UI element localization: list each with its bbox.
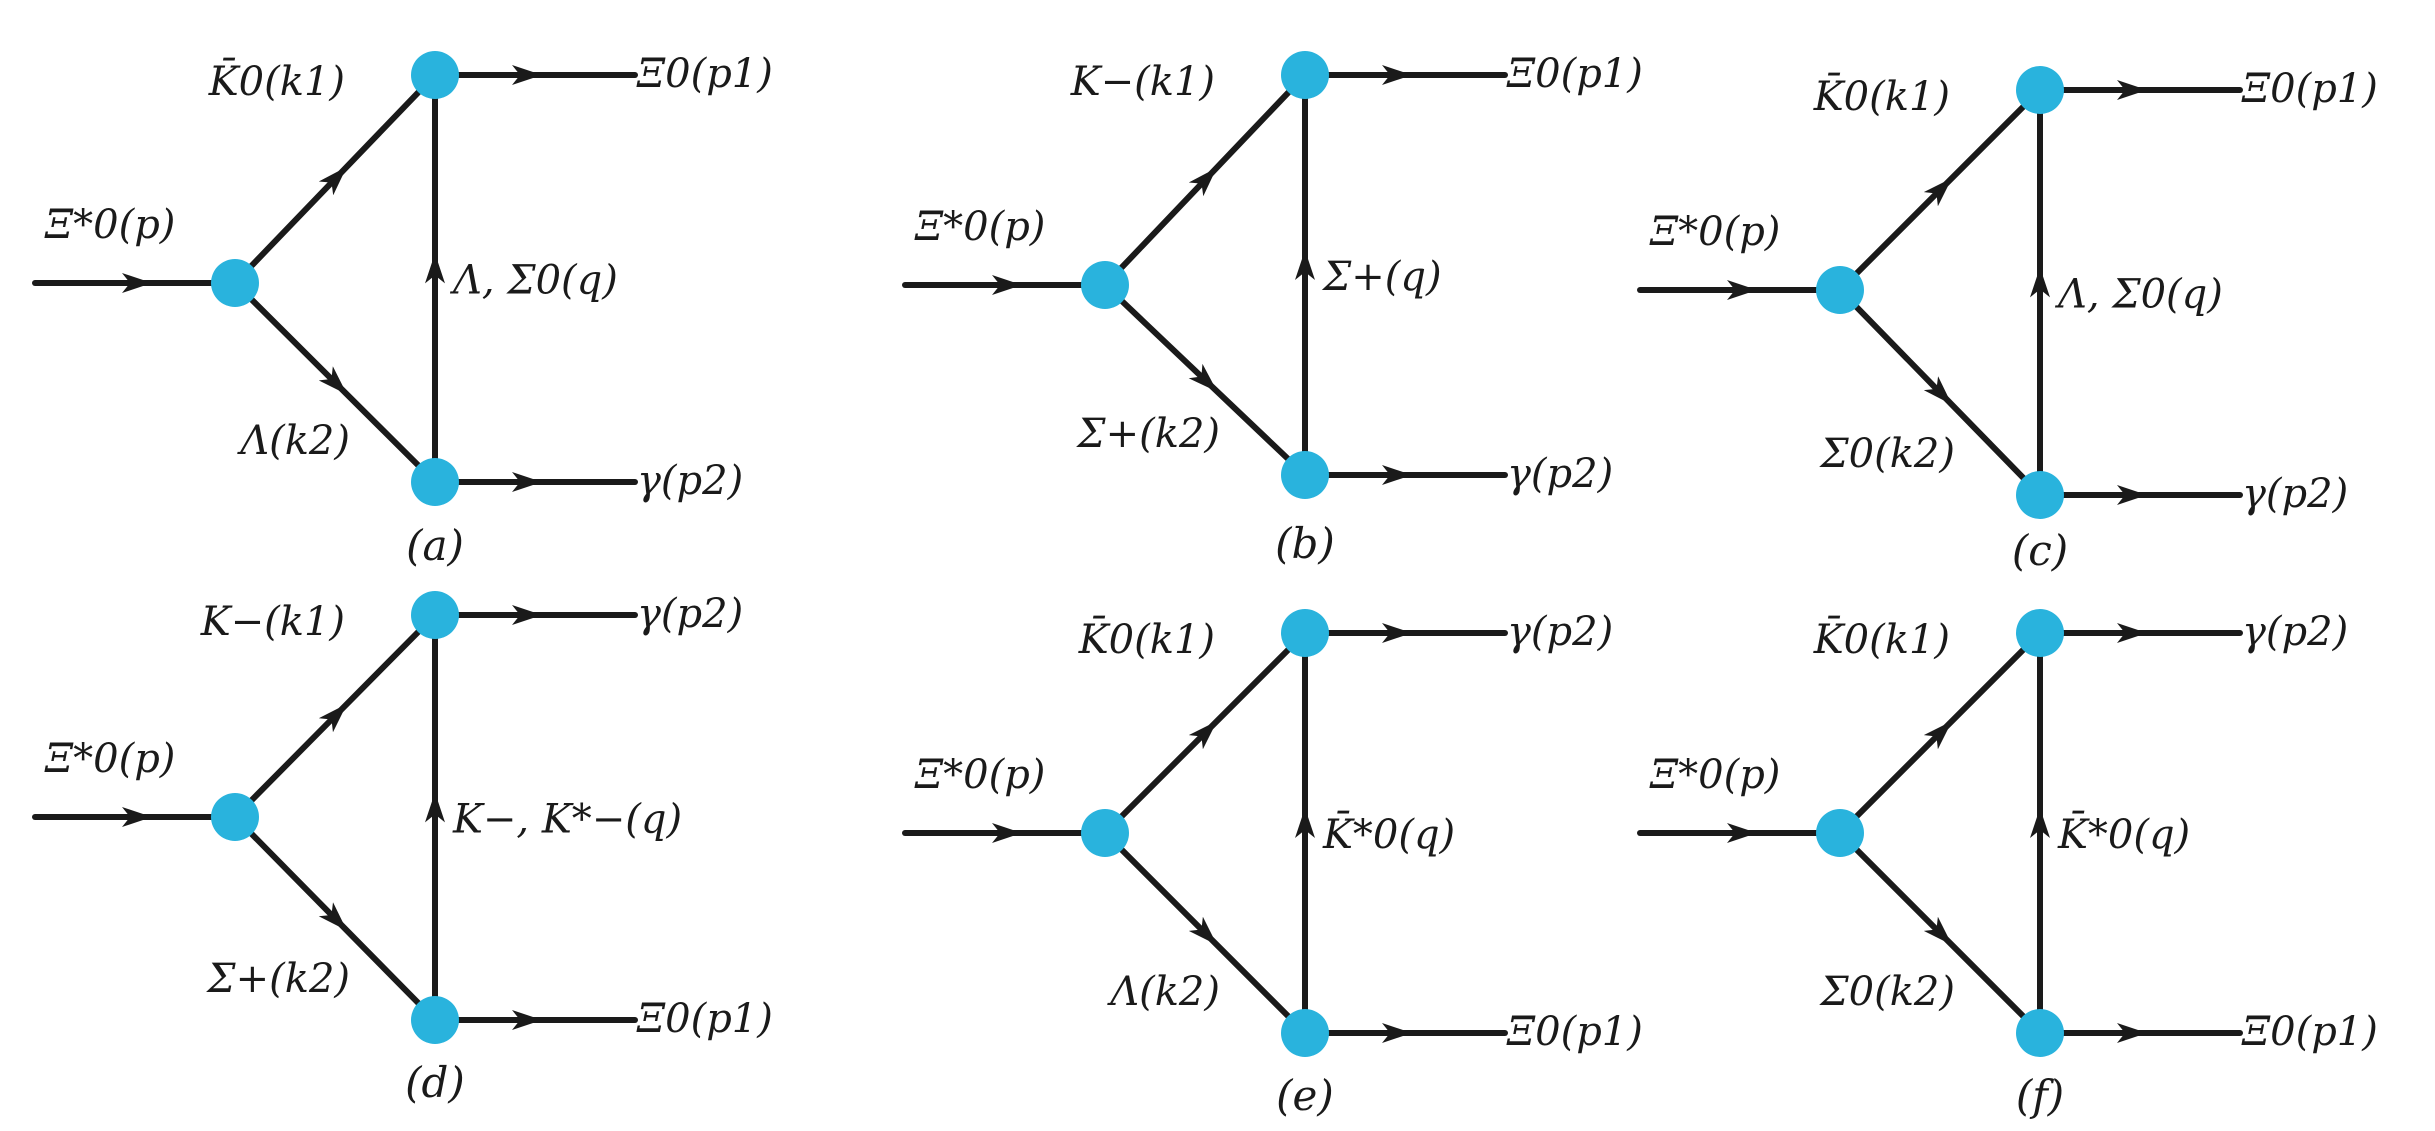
upper-leg-line	[1102, 72, 1308, 288]
label-k2: Λ(k2)	[236, 418, 350, 464]
label-initial: Ξ*0(p)	[44, 736, 175, 782]
vertex-bottom	[411, 996, 459, 1044]
diagram-caption: (a)	[406, 521, 464, 570]
vertex-initial	[1081, 809, 1129, 857]
label-initial: Ξ*0(p)	[914, 752, 1045, 798]
label-out-bottom: γ(p2)	[637, 458, 743, 504]
vertex-top	[1281, 609, 1329, 657]
label-initial: Ξ*0(p)	[1649, 752, 1780, 798]
label-k1: K̄0(k1)	[208, 58, 345, 105]
label-out-bottom: γ(p2)	[1507, 451, 1613, 497]
label-out-bottom: Ξ0(p1)	[2241, 1009, 2378, 1055]
label-q: K̄*0(q)	[2057, 811, 2190, 858]
label-out-top: γ(p2)	[1507, 609, 1613, 655]
vertex-initial	[211, 793, 259, 841]
label-k2: Σ0(k2)	[1818, 431, 1955, 477]
diagram-caption: (c)	[2012, 526, 2068, 575]
diagram-c: Ξ*0(p) K̄0(k1) Σ0(k2) Λ, Σ0(q) Ξ0(p1) γ(p2) (c…	[1637, 66, 2378, 575]
vertex-initial	[1816, 266, 1864, 314]
diagram-e: Ξ*0(p) K̄0(k1) Λ(k2) K̄*0(q) γ(p2) Ξ0(p1) (e)	[902, 609, 1643, 1120]
diagram-caption: (d)	[405, 1058, 465, 1107]
label-out-top: γ(p2)	[2242, 609, 2348, 655]
vertex-top	[1281, 51, 1329, 99]
vertex-bottom	[1281, 1009, 1329, 1057]
upper-leg-line	[1102, 630, 1308, 836]
label-k1: K̄0(k1)	[1813, 616, 1950, 663]
label-out-bottom: Ξ0(p1)	[636, 996, 773, 1042]
diagram-caption: (b)	[1275, 519, 1335, 568]
label-out-bottom: Ξ0(p1)	[1506, 1009, 1643, 1055]
label-k2: Σ+(k2)	[1075, 411, 1220, 457]
label-k1: K̄0(k1)	[1078, 616, 1215, 663]
upper-leg-line	[1837, 87, 2043, 293]
vertex-top	[2016, 609, 2064, 657]
label-q: Σ+(q)	[1321, 254, 1442, 300]
label-initial: Ξ*0(p)	[44, 202, 175, 248]
diagram-f: Ξ*0(p) K̄0(k1) Σ0(k2) K̄*0(q) γ(p2) Ξ0(p1) (f)	[1637, 609, 2378, 1120]
label-out-top: γ(p2)	[637, 591, 743, 637]
diagram-b: Ξ*0(p) K−(k1) Σ+(k2) Σ+(q) Ξ0(p1) γ(p2) (b)	[902, 51, 1643, 568]
label-k2: Σ+(k2)	[205, 956, 350, 1002]
vertex-initial	[1081, 261, 1129, 309]
label-initial: Ξ*0(p)	[914, 204, 1045, 250]
label-out-top: Ξ0(p1)	[2241, 66, 2378, 112]
label-k2: Σ0(k2)	[1818, 969, 1955, 1015]
diagram-d: Ξ*0(p) K−(k1) Σ+(k2) K−, K*−(q) γ(p2) Ξ0(p1) (…	[32, 591, 773, 1107]
label-k1: K̄0(k1)	[1813, 73, 1950, 120]
label-q: K̄*0(q)	[1322, 811, 1455, 858]
upper-leg-line	[1837, 630, 2043, 836]
vertex-bottom	[2016, 1009, 2064, 1057]
upper-leg-line	[232, 72, 438, 286]
vertex-initial	[1816, 809, 1864, 857]
label-out-top: Ξ0(p1)	[636, 51, 773, 97]
label-q: Λ, Σ0(q)	[2054, 272, 2223, 318]
vertex-top	[2016, 66, 2064, 114]
vertex-bottom	[2016, 471, 2064, 519]
vertex-bottom	[411, 458, 459, 506]
upper-leg-line	[232, 612, 438, 820]
label-q: K−, K*−(q)	[452, 797, 682, 843]
diagram-caption: (f)	[2016, 1071, 2064, 1120]
label-initial: Ξ*0(p)	[1649, 209, 1780, 255]
vertex-initial	[211, 259, 259, 307]
vertex-bottom	[1281, 451, 1329, 499]
label-out-bottom: γ(p2)	[2242, 471, 2348, 517]
vertex-top	[411, 51, 459, 99]
label-out-top: Ξ0(p1)	[1506, 51, 1643, 97]
label-q: Λ, Σ0(q)	[449, 258, 618, 304]
vertex-top	[411, 591, 459, 639]
label-k1: K−(k1)	[200, 599, 345, 645]
diagram-caption: (e)	[1276, 1071, 1334, 1120]
diagram-a: Ξ*0(p) K̄0(k1) Λ(k2) Λ, Σ0(q) Ξ0(p1) γ(p2) (a)	[32, 51, 773, 570]
label-k1: K−(k1)	[1070, 59, 1215, 105]
label-k2: Λ(k2)	[1106, 969, 1220, 1015]
